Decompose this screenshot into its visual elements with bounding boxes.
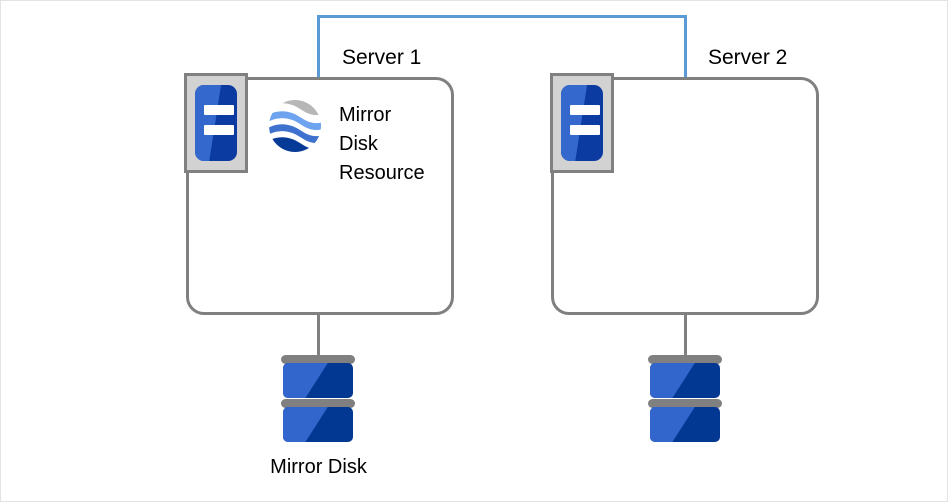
disk-body-top	[650, 363, 720, 398]
server-icon-body	[561, 85, 603, 161]
disk-plate-top	[281, 355, 355, 364]
disk-plate-bottom	[648, 399, 722, 408]
globe-icon	[268, 99, 322, 153]
server-2-machine-icon	[550, 73, 614, 173]
server-icon-body	[195, 85, 237, 161]
globe-icon-svg	[269, 100, 321, 152]
server-icon-bar-top	[570, 105, 600, 115]
server-2-disk-link	[684, 314, 687, 356]
disk-body-top	[283, 363, 353, 398]
server-2-disk-stack-icon	[648, 355, 722, 451]
interconnect-horizontal-line	[317, 15, 687, 18]
interconnect-left-drop-line	[317, 15, 320, 77]
server-icon-bar-bottom	[570, 125, 600, 135]
disk-plate-top	[648, 355, 722, 364]
disk-plate-bottom	[281, 399, 355, 408]
disk-body-bottom	[650, 407, 720, 442]
server-2-box[interactable]	[551, 77, 819, 315]
server-icon-bar-top	[204, 105, 234, 115]
server-1-disk-stack-icon	[281, 355, 355, 451]
mirror-disk-label: Mirror Disk	[270, 456, 367, 478]
server-1-machine-icon	[184, 73, 248, 173]
server-1-resource-label: Mirror Disk Resource	[339, 104, 425, 184]
server-2-label: Server 2	[708, 46, 788, 69]
server-1-label: Server 1	[342, 46, 422, 69]
disk-body-bottom	[283, 407, 353, 442]
server-1-disk-link	[317, 314, 320, 356]
server-icon-bar-bottom	[204, 125, 234, 135]
interconnect-right-drop-line	[684, 15, 687, 77]
